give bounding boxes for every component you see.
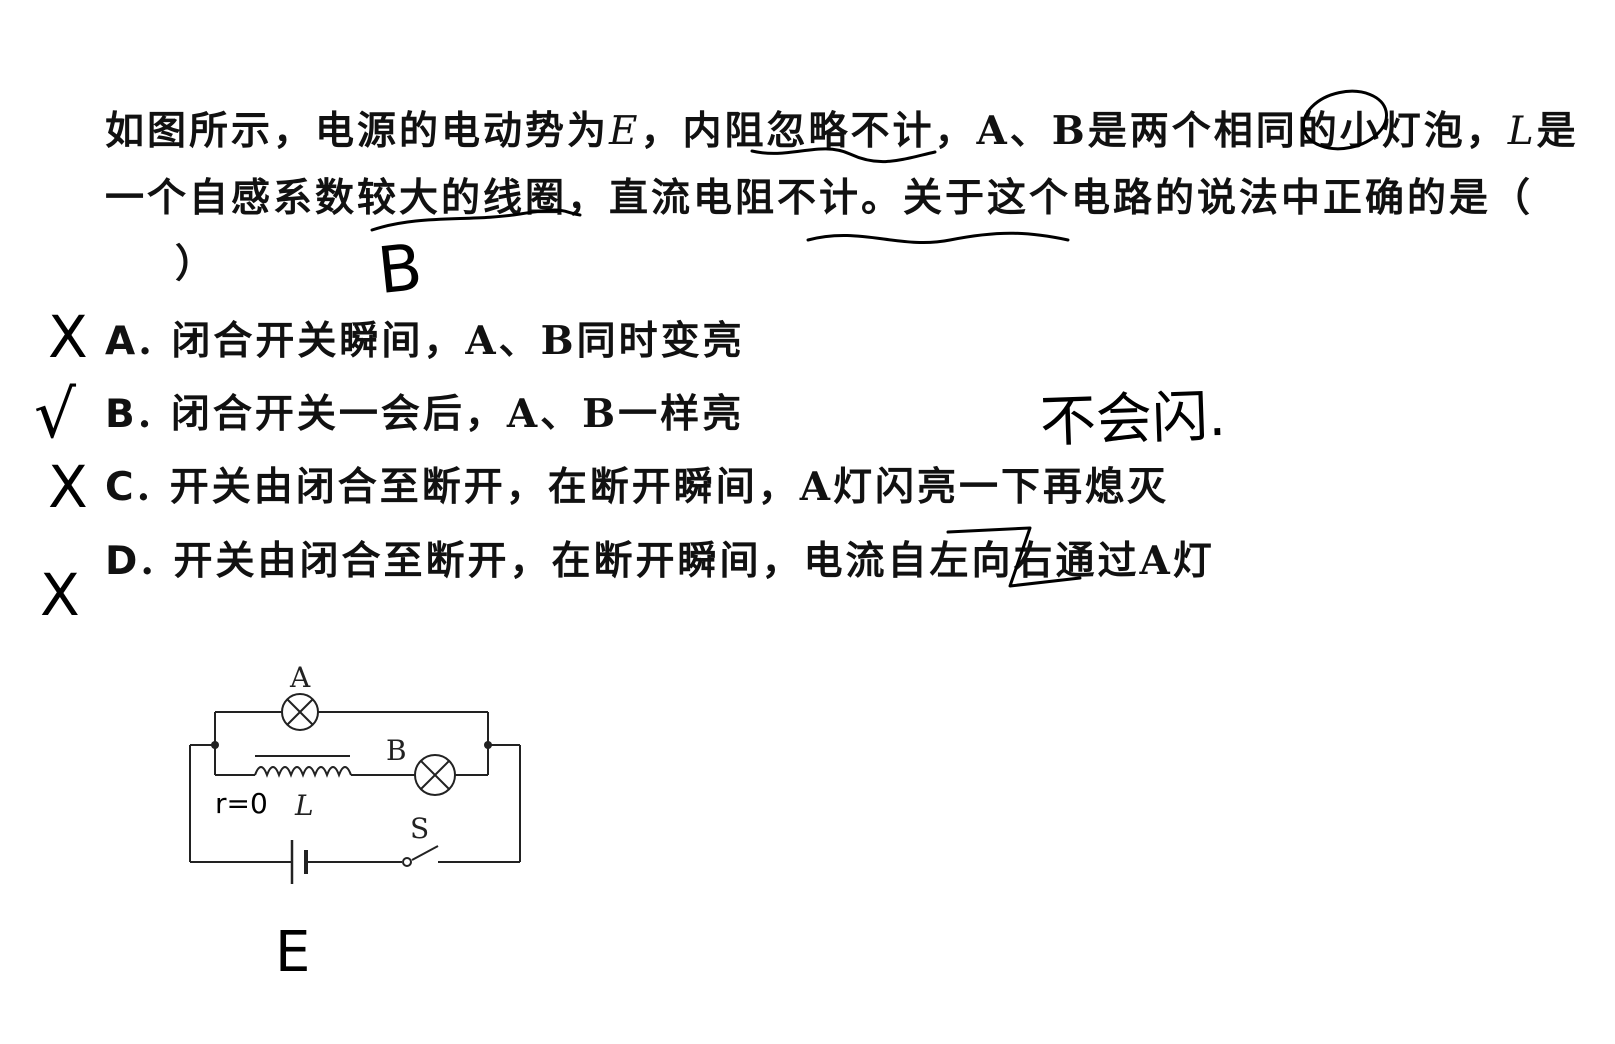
- switch-label: S: [410, 812, 429, 845]
- question-part-1: 如图所示，电源的电动势为: [105, 108, 610, 154]
- question-blank-close: ）: [175, 241, 218, 287]
- junction-left: [211, 741, 219, 749]
- option-key: C: [105, 465, 137, 510]
- inductor-coil: [254, 766, 352, 778]
- circuit-diagram: A B L S: [189, 661, 521, 884]
- option-key: D: [105, 539, 141, 584]
- option-text: 开关由闭合至断开，在断开瞬间，电流自左向右通过A灯: [173, 538, 1215, 584]
- option-separator: .: [138, 318, 172, 364]
- option-key: A: [105, 319, 139, 364]
- switch-contact: [402, 857, 412, 867]
- handwritten-e-note: E: [275, 920, 311, 985]
- option-c: C. 开关由闭合至断开，在断开瞬间，A灯闪亮一下再熄灭: [105, 465, 1169, 510]
- lamp-a-symbol: [281, 693, 319, 731]
- option-key: B: [105, 392, 138, 437]
- emf-variable: E: [609, 109, 641, 154]
- option-b: B. 闭合开关一会后，A、B一样亮: [105, 392, 744, 437]
- battery-symbol: [290, 840, 308, 884]
- question-part-3: 是一个自感系数较大的线圈，直流电阻不计。关于这个电路的说法中正确的是（: [105, 108, 1579, 221]
- question-part-2: ，内阻忽略不计，A、B是两个相同的小灯泡，: [640, 108, 1508, 154]
- junction-right: [484, 741, 492, 749]
- option-text: 开关由闭合至断开，在断开瞬间，A灯闪亮一下再熄灭: [169, 464, 1170, 510]
- option-separator: .: [137, 391, 171, 437]
- option-text: 闭合开关一会后，A、B一样亮: [170, 391, 745, 437]
- lamp-b-symbol: [414, 754, 456, 796]
- mark-option-a: X: [48, 303, 88, 371]
- mark-option-c: X: [48, 453, 88, 521]
- lamp-b-label: B: [386, 734, 407, 767]
- handwritten-answer: B: [374, 230, 426, 310]
- mark-option-d: X: [40, 561, 80, 629]
- option-text: 闭合开关瞬间，A、B同时变亮: [171, 318, 745, 364]
- option-a: A. 闭合开关瞬间，A、B同时变亮: [105, 319, 745, 364]
- inductor-variable: L: [1507, 109, 1537, 154]
- handwritten-r-note: r=0: [215, 787, 268, 820]
- mark-option-b: √: [34, 376, 77, 453]
- option-d: D. 开关由闭合至断开，在断开瞬间，电流自左向右通过A灯: [105, 539, 1215, 584]
- option-separator: .: [140, 538, 174, 584]
- handwritten-note: 不会闪.: [1038, 383, 1227, 456]
- lamp-a-label: A: [289, 661, 311, 694]
- question-stem: 如图所示，电源的电动势为E，内阻忽略不计，A、B是两个相同的小灯泡，L是一个自感…: [105, 98, 1580, 297]
- option-separator: .: [136, 464, 170, 510]
- inductor-label: L: [294, 789, 314, 822]
